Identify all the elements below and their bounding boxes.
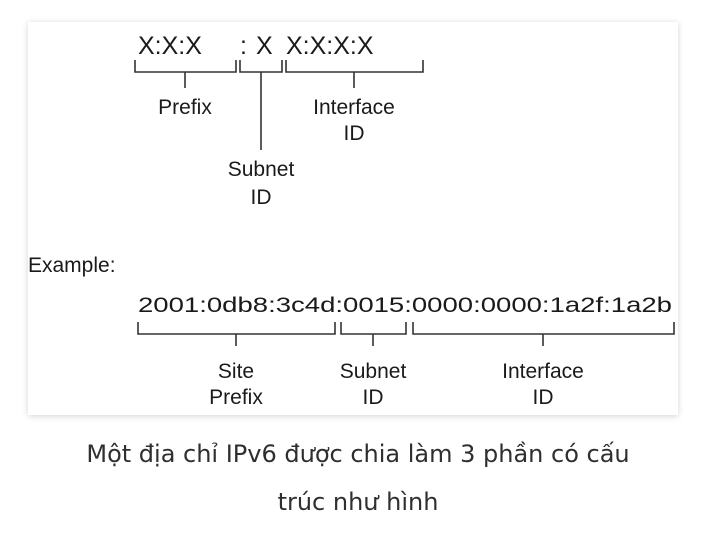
example-title: Example: [28, 254, 116, 277]
site-prefix-label-line1: Site [218, 360, 254, 383]
example-interface-label-line1: Interface [502, 360, 584, 383]
subnet-bracket [239, 60, 283, 73]
ipv6-structure-diagram: X:X:X : X X:X:X:X Prefix Subnet ID Inter… [28, 32, 675, 409]
site-prefix-label-line2: Prefix [209, 386, 263, 409]
subnet-label-line1: Subnet [228, 158, 295, 181]
subnet-label-line2: ID [251, 186, 272, 209]
interface-label-line2: ID [344, 122, 365, 145]
pattern-interface-text: X:X:X:X [286, 32, 374, 60]
example-subnet-bracket [340, 322, 407, 335]
interface-bracket [285, 60, 424, 73]
prefix-bracket [134, 60, 237, 73]
site-prefix-bracket [137, 322, 336, 335]
example-interface-label-line2: ID [533, 386, 554, 409]
figure-caption-line1: Một địa chỉ IPv6 được chia làm 3 phần có… [86, 440, 630, 468]
figure-caption-line2: trúc như hình [277, 488, 439, 516]
pattern-subnet-text: X [256, 32, 273, 60]
example-address: 2001:0db8:3c4d:0015:0000:0000:1a2f:1a2b [138, 294, 672, 317]
example-subnet-label-line1: Subnet [340, 360, 407, 383]
pattern-colon-text: : [240, 32, 247, 60]
example-interface-bracket [412, 322, 675, 335]
interface-label-line1: Interface [313, 96, 395, 119]
pattern-prefix-text: X:X:X [138, 32, 202, 60]
figure-card: X:X:X : X X:X:X:X Prefix Subnet ID Inter… [28, 22, 678, 415]
example-subnet-label-line2: ID [363, 386, 384, 409]
prefix-label: Prefix [158, 96, 212, 119]
